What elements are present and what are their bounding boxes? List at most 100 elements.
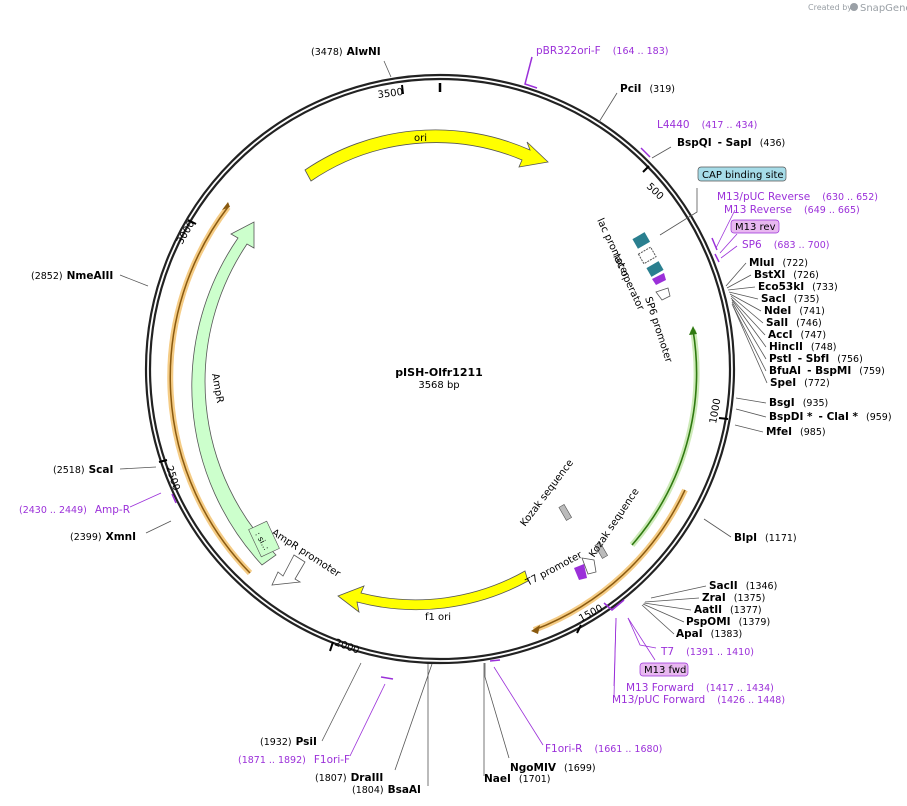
enzyme-ndei[interactable]: NdeI(741)	[764, 305, 825, 317]
ori-label: ori	[414, 133, 427, 144]
enzyme-hincii[interactable]: HincII(748)	[769, 341, 836, 353]
orange-arc-right	[533, 489, 686, 631]
enzyme-apai[interactable]: ApaI(1383)	[676, 628, 742, 640]
enzyme-bsaai[interactable]: (1804)BsaAI	[352, 784, 421, 796]
ruler-tick-3000	[187, 219, 197, 225]
lead-bstxi	[726, 274, 752, 289]
enzyme-spei[interactable]: SpeI(772)	[770, 377, 830, 389]
lead-m13-rev	[719, 233, 738, 254]
enzyme-bstxi[interactable]: BstXI(726)	[754, 269, 819, 281]
backbone-outer	[144, 73, 736, 665]
enzyme-sali[interactable]: SalI(746)	[766, 317, 822, 329]
lead-bspdi	[735, 408, 767, 418]
lead-xmni	[145, 520, 172, 534]
lead-psii	[321, 662, 362, 742]
lead-bfuai	[731, 303, 767, 372]
lead-cap	[659, 188, 698, 236]
primer-f1ori-r[interactable]: F1ori-R(1661 .. 1680)	[545, 743, 662, 755]
t7-box-icon	[574, 564, 587, 580]
primer-pbr322ori-f[interactable]: pBR322ori-F(164 .. 183)	[536, 45, 668, 57]
primer-mark-sp6	[714, 253, 720, 263]
kozak-2-box	[594, 542, 609, 559]
snapgene-logo-icon	[850, 3, 858, 11]
m13-rev-badge	[730, 219, 780, 234]
credit-brand: SnapGene	[860, 3, 907, 14]
enzyme-saci[interactable]: SacI(735)	[761, 293, 819, 305]
f1-ori-arrow	[337, 570, 529, 613]
lead-pspomi	[642, 603, 685, 623]
enzyme-ngomiv[interactable]: NgoMIV(1699)	[510, 762, 596, 774]
leader-lines	[119, 60, 768, 786]
ampr-arrow	[191, 221, 277, 566]
kozak-1-box	[558, 504, 573, 521]
lac-promoter-1-box	[632, 232, 651, 249]
primer-mark-pbr322ori-f	[524, 56, 538, 89]
lead-ndei	[729, 293, 762, 312]
lead-alwni	[383, 60, 392, 78]
primer-labels: pBR322ori-F(164 .. 183) L4440(417 .. 434…	[19, 45, 878, 766]
enzyme-pspomi[interactable]: PspOMI(1379)	[686, 616, 770, 628]
kozak-2-label: Kozak sequence	[587, 487, 641, 560]
ruler-label-500: 500	[644, 181, 665, 202]
lead-apai	[641, 604, 675, 635]
primer-m13puc-forward[interactable]: M13/pUC Forward(1426 .. 1448)	[612, 694, 785, 706]
lead-bspqi	[651, 146, 672, 159]
lac-operator-1-box	[637, 246, 657, 265]
lead-amp-r	[129, 492, 162, 508]
enzyme-pcii[interactable]: PciI(319)	[620, 83, 675, 95]
lead-m13-fwd	[627, 617, 656, 661]
enzyme-aatii[interactable]: AatII(1377)	[694, 604, 762, 616]
green-arc-head	[689, 326, 697, 335]
enzyme-eco53ki[interactable]: Eco53kI(733)	[758, 281, 838, 293]
lead-acci	[730, 297, 766, 336]
enzyme-nmeaiii[interactable]: (2852)NmeAIII	[31, 270, 113, 282]
enzyme-mfei[interactable]: MfeI(985)	[766, 426, 826, 438]
m13-fwd-badge	[639, 662, 689, 677]
ruler-tick-1000	[718, 417, 729, 420]
enzyme-xmni[interactable]: (2399)XmnI	[70, 531, 136, 543]
enzyme-mlui[interactable]: MluI(722)	[749, 257, 808, 269]
enzyme-naei[interactable]: NaeI(1701)	[484, 773, 551, 785]
lead-psti	[731, 301, 767, 360]
primer-mark-m13-rev	[711, 237, 718, 251]
plasmid-size: 3568 bp	[418, 380, 459, 391]
lead-draiii	[394, 663, 433, 771]
ruler-tick-3500	[401, 84, 404, 95]
primer-m13puc-reverse[interactable]: M13/pUC Reverse(630 .. 652)	[717, 191, 878, 203]
enzyme-zrai[interactable]: ZraI(1375)	[702, 592, 765, 604]
lead-saci	[728, 291, 759, 300]
m13-fwd-label: M13 fwd	[644, 665, 686, 676]
enzyme-scai[interactable]: (2518)ScaI	[53, 464, 113, 476]
primer-f1ori-f[interactable]: (1871 .. 1892)F1ori-F	[238, 754, 350, 766]
lead-mfei	[734, 424, 764, 433]
lac-operator-label: lac operator	[610, 253, 646, 313]
enzyme-psti-sbfi[interactable]: PstI- SbfI(756)	[769, 353, 863, 365]
enzyme-acci[interactable]: AccI(747)	[768, 329, 826, 341]
lead-eco53ki	[727, 286, 756, 291]
enzyme-bsgi[interactable]: BsgI(935)	[769, 397, 828, 409]
lead-f1ori-r	[493, 666, 544, 746]
enzyme-bspdi-clai[interactable]: BspDI *- ClaI *(959)	[769, 411, 892, 423]
primer-t7[interactable]: T7(1391 .. 1410)	[660, 646, 754, 658]
lead-blpi	[703, 518, 732, 538]
enzyme-bspqi-sapi[interactable]: BspQI- SapI(436)	[677, 137, 785, 149]
primer-mark-f1ori-r	[489, 659, 501, 662]
orange-arc-left-head	[222, 202, 230, 210]
enzyme-bfuai-bspmi[interactable]: BfuAI- BspMI(759)	[769, 365, 885, 377]
enzyme-psii[interactable]: (1932)PsiI	[260, 736, 317, 748]
enzyme-alwni[interactable]: (3478)AlwNI	[311, 46, 381, 58]
lac-promoter-2-box	[646, 261, 664, 277]
primer-m13-reverse[interactable]: M13 Reverse(649 .. 665)	[724, 204, 860, 216]
enzyme-draiii[interactable]: (1807)DraIII	[315, 772, 383, 784]
lead-hincii	[731, 299, 767, 348]
primer-l4440[interactable]: L4440(417 .. 434)	[657, 119, 757, 131]
primer-sp6[interactable]: SP6(683 .. 700)	[742, 239, 829, 251]
primer-amp-r[interactable]: (2430 .. 2449)Amp-R	[19, 504, 130, 516]
lead-bsgi	[735, 397, 767, 404]
enzyme-labels: (3478)AlwNI PciI(319) BspQI- SapI(436) M…	[31, 46, 892, 796]
enzyme-sacii[interactable]: SacII(1346)	[709, 580, 777, 592]
lead-sp6	[720, 245, 738, 259]
primer-m13-forward[interactable]: M13 Forward(1417 .. 1434)	[626, 682, 774, 694]
enzyme-blpi[interactable]: BlpI(1171)	[734, 532, 797, 544]
